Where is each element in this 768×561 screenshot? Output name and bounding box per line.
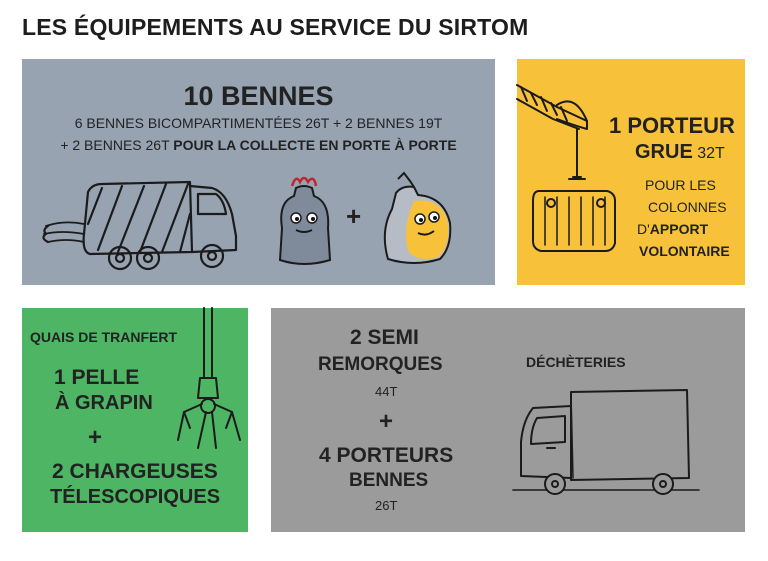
grue-apport: APPORT (649, 221, 709, 237)
quais-heading: QUAIS DE TRANFERT (30, 329, 177, 345)
semi-porteurs: PORTEURS (330, 444, 454, 467)
quais-charg-count: 2 (52, 460, 64, 483)
semi-plus: + (379, 408, 394, 435)
bennes-line2: + 2 BENNES 26T POUR LA COLLECTE EN PORTE… (22, 137, 495, 153)
bennes-heading: 10 BENNES (183, 81, 334, 111)
quais-grapin: À GRAPIN (55, 392, 153, 414)
semi-porteurs-line: 4 PORTEURS (319, 444, 453, 468)
semi-panel: 2 SEMI REMORQUES 44T + 4 PORTEURS BENNES… (271, 308, 745, 532)
bennes-line2-bold: POUR LA COLLECTE EN PORTE À PORTE (173, 137, 457, 153)
semi-tonnage-bennes: 26T (375, 498, 398, 513)
quais-pelle-count: 1 (54, 366, 66, 389)
quais-telescopiques: TÉLESCOPIQUES (50, 486, 221, 508)
gray-trash-bag-icon (278, 176, 332, 265)
grue-apport-line: D'APPORT (637, 221, 708, 237)
semi-count: 2 (350, 326, 362, 349)
semi-semi: SEMI (361, 326, 419, 349)
grue-d: D' (637, 221, 650, 237)
grue-tonnage: 32T (692, 145, 725, 162)
semi-decheteries: DÉCHÈTERIES (526, 354, 626, 370)
crane-container-icon (516, 84, 616, 252)
semi-bennes: BENNES (349, 470, 429, 491)
semi-porteurs-count: 4 (319, 444, 331, 467)
grue-line1: 1 PORTEUR (609, 113, 735, 139)
grue-porteur: PORTEUR (621, 113, 735, 138)
grue-grue: GRUE (635, 141, 693, 163)
grue-panel: 1 PORTEUR GRUE 32T POUR LES COLONNES D'A… (516, 59, 745, 285)
bennes-plus: + (346, 201, 362, 231)
yellow-trash-bag-icon (383, 171, 452, 264)
garbage-truck-icon (42, 180, 238, 271)
box-truck-icon (512, 389, 700, 495)
grue-colonnes: COLONNES (648, 199, 727, 215)
bennes-panel: 10 BENNES 6 BENNES BICOMPARTIMENTÉES 26T… (22, 59, 495, 285)
quais-pelle: PELLE (65, 366, 140, 389)
grue-volontaire: VOLONTAIRE (639, 243, 730, 259)
semi-line1: 2 SEMI (350, 326, 419, 350)
semi-remorques: REMORQUES (318, 354, 443, 375)
quais-chargeuses-line: 2 CHARGEUSES (52, 460, 218, 484)
bennes-line2-plain: + 2 BENNES 26T (60, 137, 174, 153)
page-title: LES ÉQUIPEMENTS AU SERVICE DU SIRTOM (22, 14, 529, 40)
quais-plus: + (88, 424, 103, 451)
grue-line2: GRUE 32T (635, 141, 725, 164)
grapple-claw-icon (177, 307, 241, 449)
quais-panel: QUAIS DE TRANFERT 1 PELLE À GRAPIN + 2 C… (22, 307, 248, 532)
grue-pour-les: POUR LES (645, 177, 716, 193)
grue-count: 1 (609, 113, 622, 138)
quais-chargeuses: CHARGEUSES (63, 460, 218, 483)
semi-tonnage: 44T (375, 384, 398, 399)
quais-pelle-line: 1 PELLE (54, 366, 139, 390)
bennes-line1: 6 BENNES BICOMPARTIMENTÉES 26T + 2 BENNE… (74, 115, 443, 131)
